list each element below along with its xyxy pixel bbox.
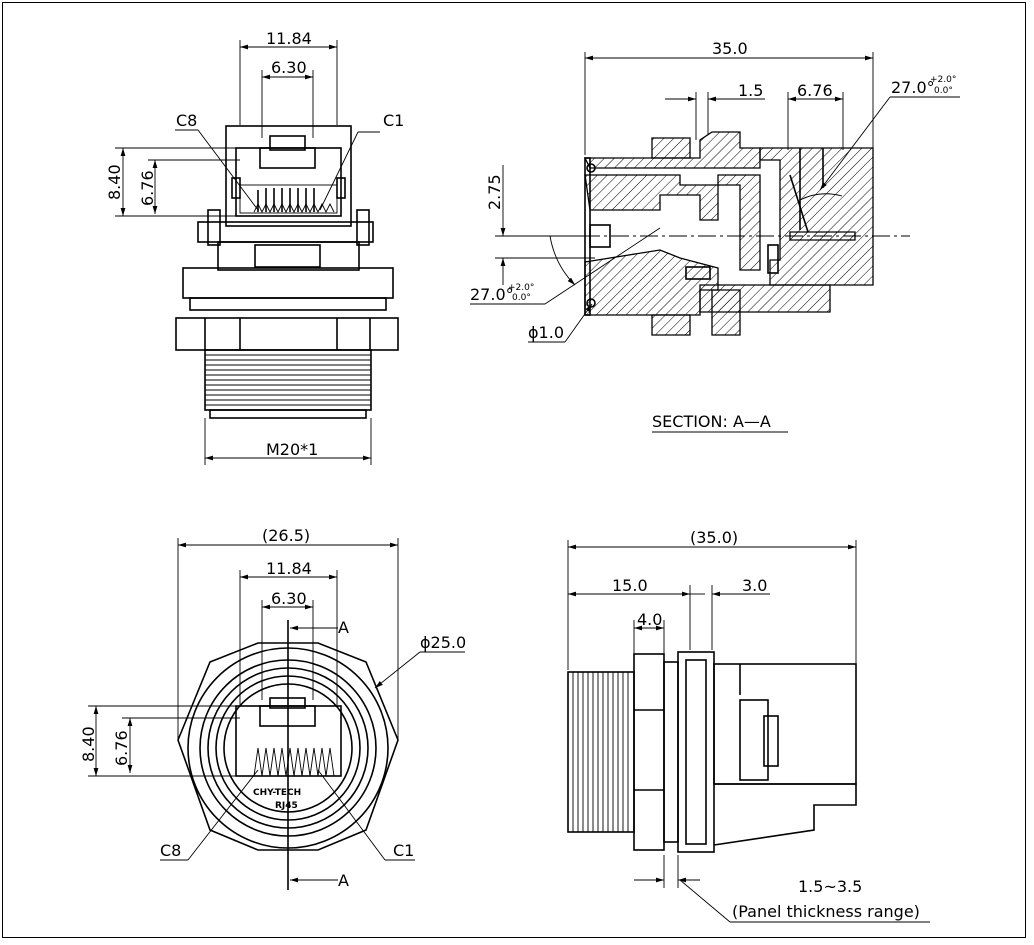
side-flange-length: 3.0 [742,576,767,595]
end-pin-right-label: C1 [393,841,414,860]
section-angle-top-tol-lower: 0.0° [934,86,953,96]
end-pin-left-label: C8 [160,841,181,860]
section-title: SECTION: A—A [652,412,771,431]
end-section-mark-top: A [338,618,349,637]
front-width-inner: 6.30 [271,58,307,77]
section-dim-depth: 6.76 [797,81,833,100]
end-view: (26.5) 11.84 6.30 A A 8.40 6.76 [79,526,466,890]
end-section-mark-bottom: A [338,871,349,890]
side-nut-length: 4.0 [637,610,662,629]
end-logo-text: CHY-TECH [253,788,301,798]
section-view: 35.0 1.5 6.76 27.0° +2.0° 0.0° 2.75 27.0… [470,39,960,433]
section-dim-small: 1.5 [738,81,763,100]
section-angle-bottom-tol-upper: +2.0° [508,283,534,293]
section-angle-top: 27.0° [891,78,935,97]
front-thread-label: M20*1 [266,440,318,459]
section-diameter: ϕ1.0 [528,323,564,342]
side-view: (35.0) 15.0 3.0 4.0 [567,528,930,923]
end-height-outer: 8.40 [79,726,98,762]
side-thread-length: 15.0 [612,576,648,595]
end-diameter: ϕ25.0 [420,633,466,652]
front-thread [204,349,372,411]
front-height-outer: 8.40 [105,164,124,200]
front-pin-left-label: C8 [176,111,197,130]
end-width-inner: 6.30 [271,589,307,608]
section-angle-bottom-tol-lower: 0.0° [512,293,531,303]
side-overall-length: (35.0) [690,528,738,547]
section-angle-top-tol-upper: +2.0° [930,75,956,85]
front-view: 11.84 6.30 8.40 6.76 C8 [105,29,404,465]
section-total-length: 35.0 [712,39,748,58]
front-pin-right-label: C1 [383,111,404,130]
end-model-text: RJ45 [275,801,298,811]
end-width-outer: 11.84 [266,559,312,578]
front-width-outer: 11.84 [266,29,312,48]
end-height-inner: 6.76 [112,730,131,766]
side-panel-range: 1.5~3.5 [798,877,862,896]
side-panel-note: (Panel thickness range) [732,902,920,921]
front-height-inner: 6.76 [138,170,157,206]
end-overall-width: (26.5) [262,526,310,545]
section-height-offset: 2.75 [485,174,504,210]
section-angle-bottom: 27.0° [470,285,514,304]
